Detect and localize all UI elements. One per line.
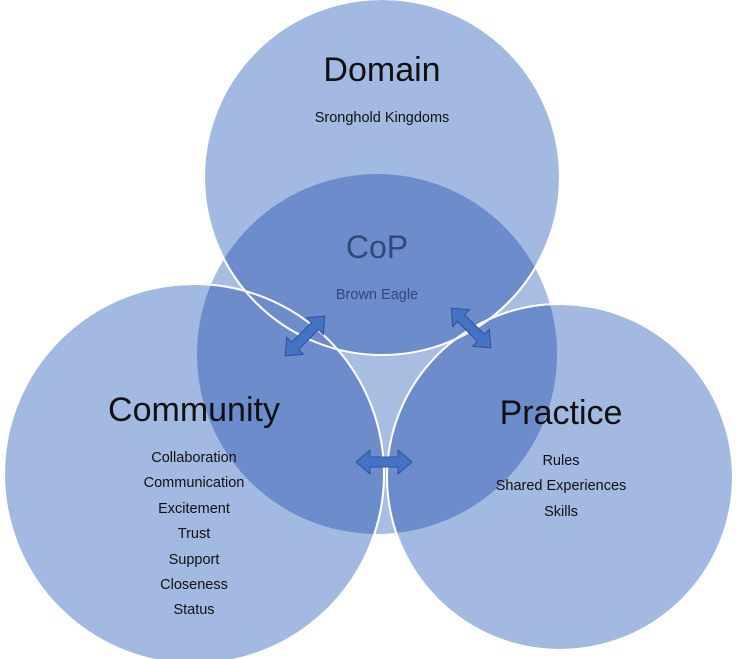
practice-title: Practice (499, 394, 623, 432)
community-item-communication: Communication (143, 475, 245, 491)
community-item-collaboration: Collaboration (151, 450, 237, 466)
community-item-excitement: Excitement (158, 501, 230, 517)
arrow-domain-community (284, 315, 326, 357)
cop-subtitle: Brown Eagle (335, 287, 419, 303)
community-item-support: Support (168, 552, 220, 568)
community-item-trust: Trust (177, 526, 211, 542)
community-item-closeness: Closeness (160, 577, 228, 593)
practice-item-shared-experiences: Shared Experiences (495, 478, 627, 494)
cop-title: CoP (345, 229, 409, 265)
practice-outline (386, 303, 734, 651)
community-item-status: Status (173, 602, 215, 618)
domain-item: Sronghold Kingdoms (314, 110, 450, 126)
arrow-community-practice (355, 448, 413, 476)
practice-item-skills: Skills (544, 504, 578, 520)
practice-cop-overlap (387, 304, 557, 534)
arrow-domain-practice (450, 307, 492, 349)
domain-title: Domain (323, 51, 441, 89)
practice-item-rules: Rules (542, 453, 580, 469)
community-title: Community (108, 391, 280, 429)
domain-outline (203, 0, 561, 356)
community-outline (3, 283, 385, 659)
